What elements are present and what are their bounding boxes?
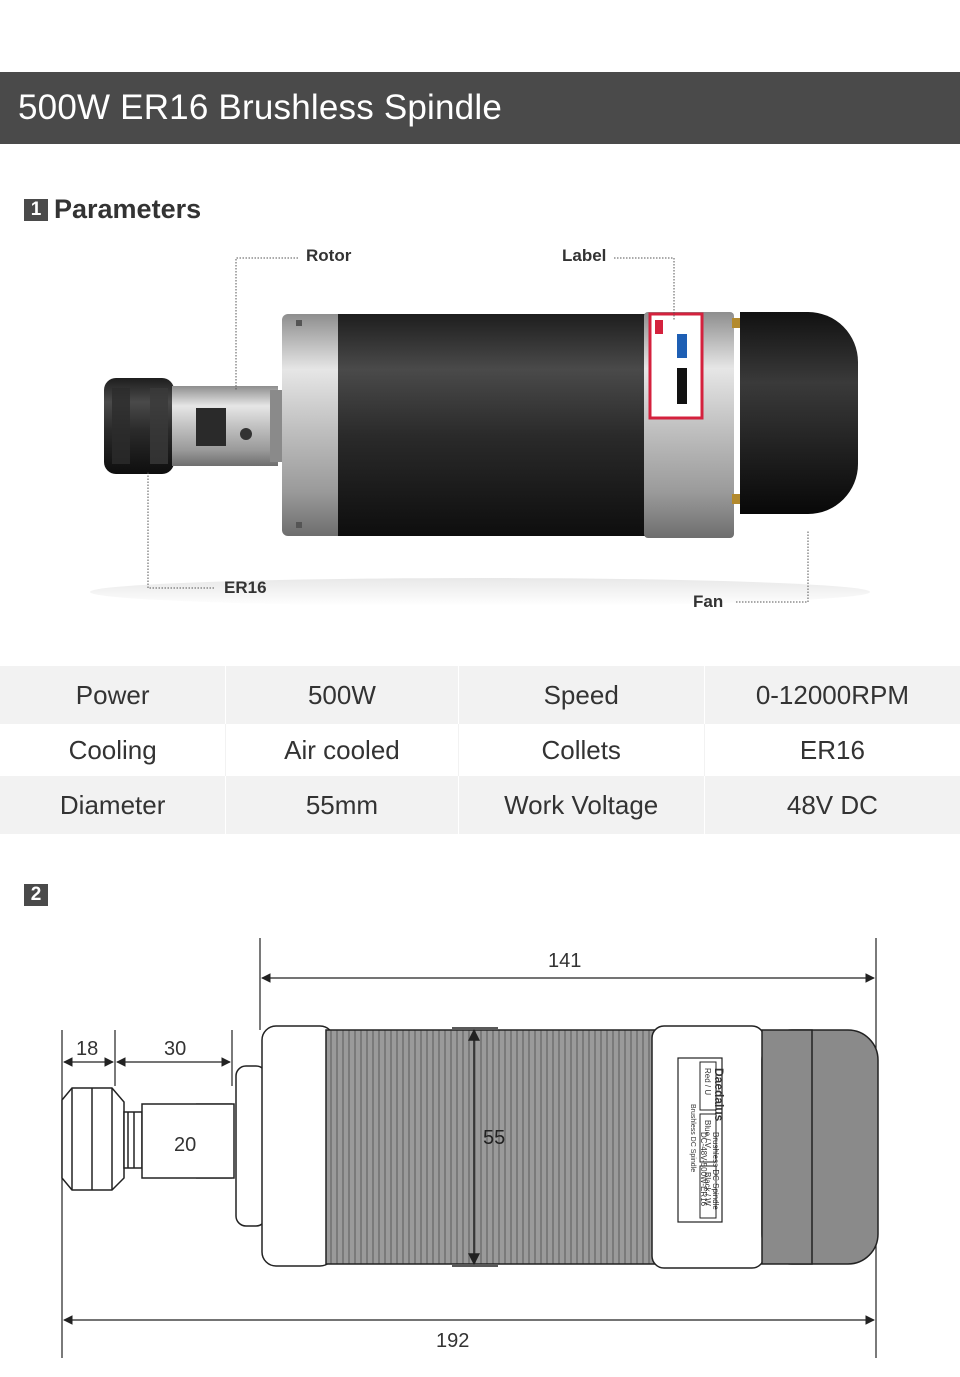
callout-lines: [147, 257, 809, 603]
label-line1: Brushless DC Spindle: [711, 1132, 720, 1210]
callout-label: Label: [562, 246, 607, 265]
callout-er16: ER16: [224, 578, 267, 597]
section-number-badge: 2: [24, 884, 48, 906]
motor-body: [338, 314, 654, 536]
spec-row: Cooling Air cooled Collets ER16: [0, 724, 960, 776]
section-number-badge: 1: [24, 198, 48, 221]
dimension-drawing: [61, 938, 879, 1358]
product-label: [648, 312, 704, 420]
drawing-label-text: Daedalus Brushless DC Spindle DC-48V-500…: [668, 1060, 788, 1240]
dim-192-label: 192: [436, 1330, 470, 1352]
spec-value: ER16: [703, 724, 960, 776]
section-title: Parameters: [54, 194, 202, 224]
dim-20-label: 20: [174, 1134, 197, 1156]
label-red: Red / U: [703, 1068, 712, 1096]
dim-30-label: 30: [164, 1038, 187, 1060]
spec-key: Power: [75, 679, 150, 710]
spec-table: Power 500W Speed 0-12000RPM Cooling Air …: [0, 666, 960, 834]
spindle-photo: [90, 257, 870, 606]
section-2-heading: 2: [24, 884, 48, 906]
spec-key: Work Voltage: [457, 776, 704, 834]
dim-55-label: 55: [483, 1127, 506, 1149]
spec-row: Power 500W Speed 0-12000RPM: [0, 666, 960, 724]
title-bar: 500W ER16 Brushless Spindle: [0, 72, 960, 144]
spec-value: 0-12000RPM: [703, 666, 960, 724]
dim-141-label: 141: [548, 950, 582, 972]
rotor-shaft: [172, 386, 282, 466]
front-housing: [282, 314, 352, 536]
fan-cap: [740, 312, 858, 514]
label-black: Black / W: [703, 1172, 712, 1206]
spec-value: Air cooled: [225, 724, 457, 776]
drawing-collet: [61, 1087, 235, 1191]
collet-nut: [104, 378, 174, 474]
spec-key: Speed: [457, 666, 704, 724]
section-1-heading: 1 Parameters: [24, 194, 201, 225]
label-brand: Daedalus: [712, 1068, 726, 1122]
floor-shadow: [90, 578, 870, 606]
spec-key: Collets: [457, 724, 704, 776]
spec-key: Cooling: [68, 734, 157, 765]
spec-value: 500W: [225, 666, 457, 724]
callout-fan: Fan: [693, 592, 724, 611]
drawing-label: [677, 1057, 723, 1223]
label-blue: Blue / V: [703, 1120, 712, 1149]
drawing-body: [235, 1025, 879, 1269]
spec-row: Diameter 55mm Work Voltage 48V DC: [0, 776, 960, 834]
spec-key: Diameter: [59, 789, 166, 820]
spec-value: 48V DC: [703, 776, 960, 834]
dim-18-label: 18: [76, 1038, 99, 1060]
label-line3: Brushless DC Spindle: [689, 1104, 696, 1173]
callout-rotor: Rotor: [306, 246, 352, 265]
spec-value: 55mm: [225, 776, 457, 834]
page-title: 500W ER16 Brushless Spindle: [18, 88, 502, 127]
